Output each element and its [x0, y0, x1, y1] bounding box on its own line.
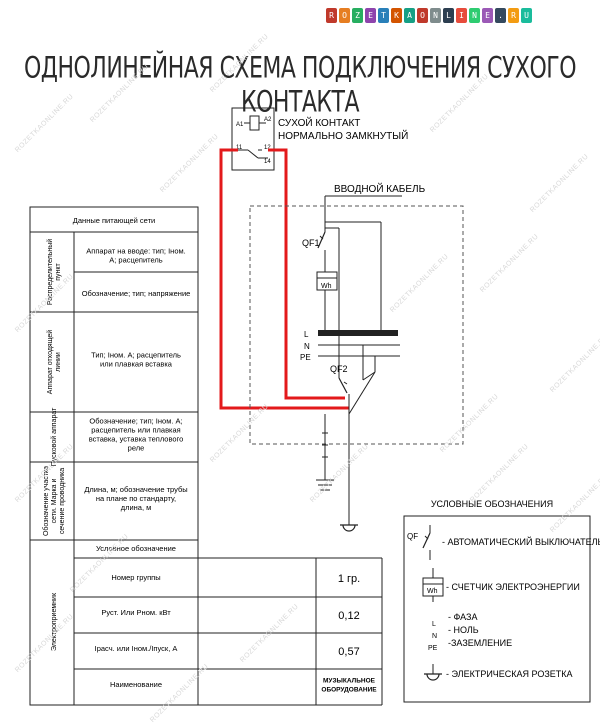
meter-label: Wh [321, 283, 332, 290]
legend-ground: -ЗАЗЕМЛЕНИЕ [448, 638, 512, 648]
pin-12: 12 [264, 145, 271, 151]
legend-meter-text: - СЧЕТЧИК ЭЛЕКТРОЭНЕРГИИ [446, 582, 580, 592]
logo-letter: T [378, 8, 389, 23]
logo-letter: R [326, 8, 337, 23]
legend-title: УСЛОВНЫЕ ОБОЗНАЧЕНИЯ [431, 499, 553, 509]
logo-letter: N [469, 8, 480, 23]
legend-qf: QF [407, 532, 418, 541]
value-power: 0,12 [338, 610, 359, 622]
value-current: 0,57 [338, 646, 359, 658]
logo-letter: O [417, 8, 428, 23]
bus-pe: PE [300, 353, 311, 362]
legend-neutral: - НОЛЬ [448, 625, 479, 635]
qf2-label: QF2 [330, 364, 348, 374]
legend-meter-icon [422, 568, 444, 602]
relay-label-1: СУХОЙ КОНТАКТ [278, 116, 360, 129]
bus-l: L [304, 330, 309, 339]
logo-letter: . [495, 8, 506, 23]
output-line [316, 414, 358, 532]
qf1-breaker: QF1 [302, 231, 326, 272]
logo-letter: K [391, 8, 402, 23]
qf1-label: QF1 [302, 238, 320, 248]
label-symbol: Условное обозначение [96, 544, 176, 553]
label-name: Наименование [110, 680, 162, 689]
cell-input-device: Аппарат на вводе: тип; Iном.А; расцепите… [86, 247, 186, 265]
qf2-breaker: QF2 [330, 364, 376, 415]
logo-letter: U [521, 8, 532, 23]
logo-letter: E [482, 8, 493, 23]
input-cable-label: ВВОДНОЙ КАБЕЛЬ [334, 182, 426, 195]
legend-pe: PE [428, 645, 438, 652]
meter-wh: Wh [316, 271, 338, 334]
pin-a2: A2 [264, 117, 272, 123]
legend-socket-icon [424, 664, 442, 681]
legend-breaker-icon [422, 525, 431, 560]
relay-dry-contact: A1 A2 11 12 14 СУХОЙ КОНТАКТ НОРМАЛЬНО З… [231, 107, 408, 171]
legend: УСЛОВНЫЕ ОБОЗНАЧЕНИЯ QF - АВТОМАТИЧЕСКИЙ… [403, 499, 600, 703]
pin-a1: A1 [236, 122, 244, 128]
legend-socket-text: - ЭЛЕКТРИЧЕСКАЯ РОЗЕТКА [446, 669, 573, 679]
input-cable: ВВОДНОЙ КАБЕЛЬ [324, 182, 426, 334]
data-table [29, 206, 383, 706]
logo-letter: R [508, 8, 519, 23]
group-distribution: Распределительныйпункт [46, 239, 62, 305]
bus-n: N [304, 342, 310, 351]
logo-letter: N [430, 8, 441, 23]
logo-letter: E [365, 8, 376, 23]
group-starter: Пусковой аппарат [50, 407, 58, 466]
logo-letter: O [339, 8, 350, 23]
group-consumer: Электроприемник [51, 592, 58, 651]
cell-starter: Обозначение; тип; Iном. А;расцепитель ил… [89, 417, 184, 453]
value-group-number: 1 гр. [338, 573, 360, 585]
logo-letter: A [404, 8, 415, 23]
label-group-number: Номер группы [111, 573, 160, 582]
panel-outline [249, 205, 464, 445]
logo-letter: Z [352, 8, 363, 23]
label-current: Iрасч. или Iном./Iпуск, А [95, 644, 178, 653]
table-header: Данные питающей сети [73, 216, 155, 225]
legend-n: N [432, 633, 437, 640]
page-title: ОДНОЛИНЕЙНАЯ СХЕМА ПОДКЛЮЧЕНИЯ СУХОГО КО… [23, 52, 577, 120]
busbars: L N PE [300, 330, 400, 380]
group-network-section: Обозначение участкасети. Марка исечение … [42, 466, 66, 536]
pin-11: 11 [236, 145, 243, 151]
pin-14: 14 [264, 159, 271, 165]
legend-meter-symbol: Wh [427, 588, 438, 595]
logo-letter: L [443, 8, 454, 23]
cell-designation: Обозначение; тип; напряжение [82, 289, 191, 298]
relay-label-2: НОРМАЛЬНО ЗАМКНУТЫЙ [278, 129, 408, 142]
group-outgoing: Аппарат отходящейлинии [46, 330, 62, 394]
logo-letter: I [456, 8, 467, 23]
legend-l: L [432, 621, 436, 628]
legend-breaker-text: - АВТОМАТИЧЕСКИЙ ВЫКЛЮЧАТЕЛЬ [442, 536, 600, 547]
label-power: Руст. Или Рном. кВт [101, 608, 171, 617]
legend-phase: - ФАЗА [448, 612, 477, 622]
red-wiring [219, 148, 349, 410]
